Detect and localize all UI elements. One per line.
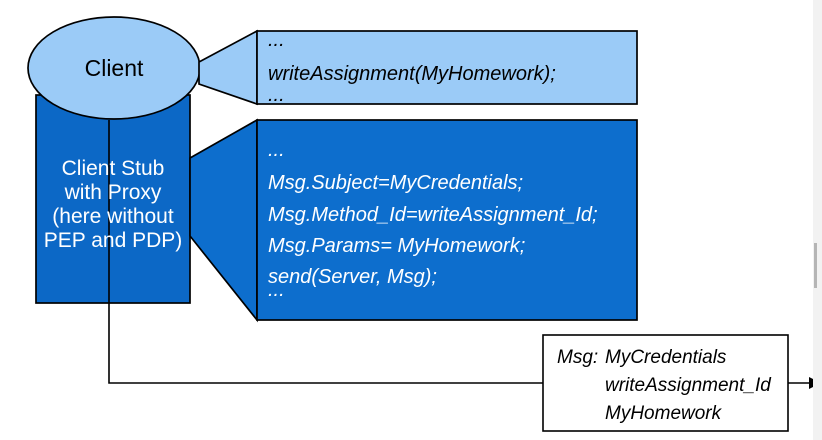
marshal-code-line: ... — [268, 279, 285, 301]
message-box-value: MyHomework — [605, 403, 723, 424]
client-stub-label: (here without — [52, 205, 174, 228]
client-stub-label: Client Stub — [62, 157, 165, 180]
message-box-value: writeAssignment_Id — [605, 375, 772, 396]
client-label: Client — [85, 55, 144, 81]
call-code-line: ... — [268, 84, 285, 106]
scrollbar-thumb[interactable] — [814, 243, 817, 288]
marshal-callout-box — [256, 119, 638, 321]
marshal-code-line: Msg.Method_Id=writeAssignment_Id; — [268, 204, 598, 226]
marshal-code-line: Msg.Params= MyHomework; — [268, 235, 525, 257]
marshal-code-line: send(Server, Msg); — [268, 266, 437, 288]
client-stub-label: PEP and PDP) — [44, 229, 183, 252]
marshal-callout-pointer — [189, 118, 258, 323]
call-code-line: ... — [268, 29, 285, 51]
call-callout-box — [256, 30, 638, 105]
marshal-code-line: ... — [268, 139, 285, 161]
scrollbar-track[interactable] — [813, 0, 822, 440]
message-box — [542, 334, 789, 432]
client-stub-label: with Proxy — [64, 181, 162, 204]
call-callout-pointer — [198, 29, 258, 106]
message-box-label: Msg: — [557, 347, 598, 368]
client-stub-box — [35, 94, 191, 304]
message-box-value: MyCredentials — [605, 347, 727, 368]
marshal-code-line: Msg.Subject=MyCredentials; — [268, 172, 523, 194]
call-code-line: writeAssignment(MyHomework); — [268, 63, 556, 85]
